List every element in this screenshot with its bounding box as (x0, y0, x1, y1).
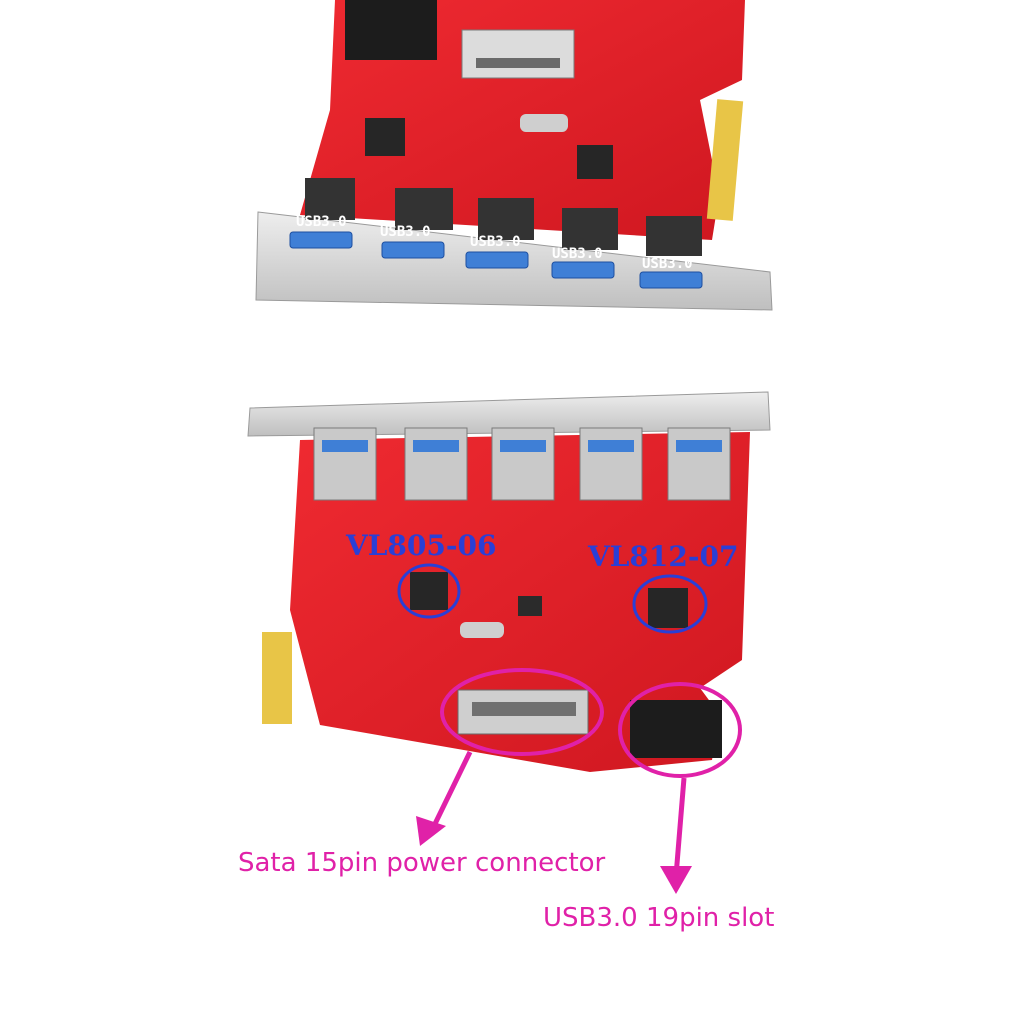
top-card: USB3.0 USB3.0 USB3.0 USB3.0 USB3.0 (255, 0, 773, 311)
top-port-housing-4 (562, 208, 618, 250)
top-crystal (520, 114, 568, 132)
bottom-sata-pins (472, 702, 576, 716)
top-port-label-1: USB3.0 (296, 214, 347, 230)
bottom-usb-port-1 (313, 427, 377, 501)
sata-connector-annotation: Sata 15pin power connector (238, 848, 606, 878)
usb-arrow-line (673, 777, 687, 877)
top-port-label-2: USB3.0 (380, 224, 431, 240)
vl805-highlight-circle (397, 563, 461, 619)
bottom-usb-port-2 (404, 427, 468, 501)
top-gold-fingers (706, 99, 744, 221)
bottom-usb-port-3 (491, 427, 555, 501)
bottom-usb-tongue-2 (413, 440, 459, 452)
annotations (416, 668, 742, 894)
sata-highlight-ellipse (440, 668, 604, 756)
top-usb-port-5 (639, 271, 703, 289)
bottom-usb-port-5 (667, 427, 731, 501)
bottom-usb-tongue-3 (500, 440, 546, 452)
top-usb-port-3 (465, 251, 529, 269)
top-usb-port-2 (381, 241, 445, 259)
bottom-19pin-header (630, 700, 722, 758)
top-chip-2 (577, 145, 613, 179)
bottom-gold-fingers (262, 632, 292, 724)
usb-header-highlight-ellipse (618, 682, 742, 778)
bottom-bracket (247, 391, 771, 437)
top-19pin-header (345, 0, 437, 60)
bottom-crystal (460, 622, 504, 638)
vl812-chip (648, 588, 688, 628)
usb-header-annotation: USB3.0 19pin slot (543, 903, 775, 933)
top-port-housing-1 (305, 178, 355, 220)
top-sata-pins (476, 58, 560, 68)
sata-arrow-line (429, 750, 473, 832)
bottom-usb-tongue-1 (322, 440, 368, 452)
bottom-usb-tongue-4 (588, 440, 634, 452)
top-chip-1 (365, 118, 405, 156)
top-usb-port-1 (289, 231, 353, 249)
bottom-card: VL805-06 VL812-07 (247, 391, 771, 772)
top-port-label-3: USB3.0 (470, 234, 521, 250)
top-port-housing-2 (395, 188, 453, 230)
bottom-usb-port-4 (579, 427, 643, 501)
vl812-label: VL812-07 (587, 540, 738, 573)
top-usb-port-4 (551, 261, 615, 279)
vl812-highlight-circle (632, 574, 708, 634)
top-port-housing-5 (646, 216, 702, 256)
bottom-usb-tongue-5 (676, 440, 722, 452)
top-port-label-4: USB3.0 (552, 246, 603, 262)
top-port-label-5: USB3.0 (642, 256, 693, 272)
vl805-label: VL805-06 (345, 529, 496, 562)
usb-arrow-head (660, 866, 692, 894)
vl805-chip (410, 572, 448, 610)
bottom-regulator (518, 596, 542, 616)
top-port-housing-3 (478, 198, 534, 240)
top-sata-connector (461, 29, 575, 79)
sata-arrow-head (416, 816, 446, 846)
